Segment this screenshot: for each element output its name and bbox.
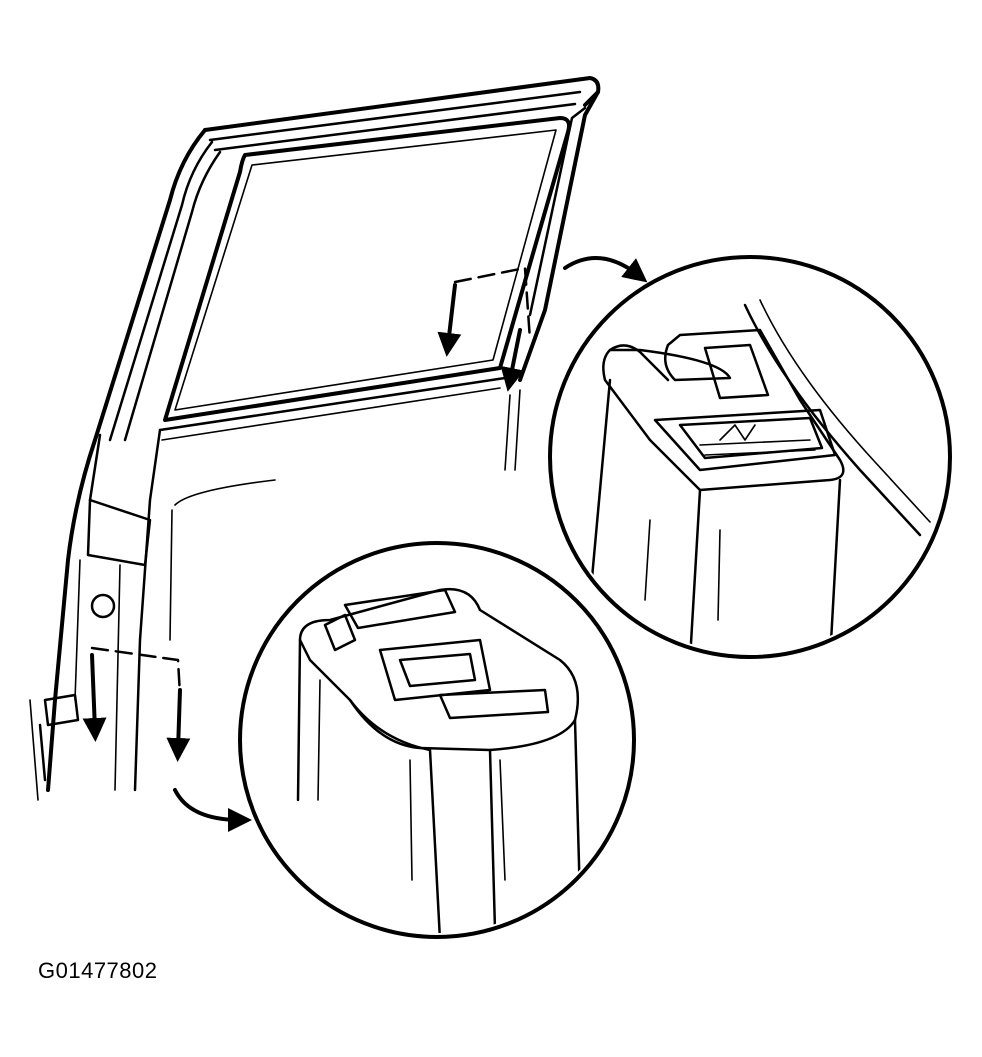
- weatherstrip-clip-upper-detail: [548, 255, 952, 659]
- door-window-frame: [29, 76, 601, 801]
- lower-clip-callout: [82, 646, 252, 832]
- upper-clip-callout: [437, 256, 648, 392]
- figure-id-label: G01477802: [38, 958, 158, 983]
- weatherstrip-clip-lower-detail: [238, 541, 636, 939]
